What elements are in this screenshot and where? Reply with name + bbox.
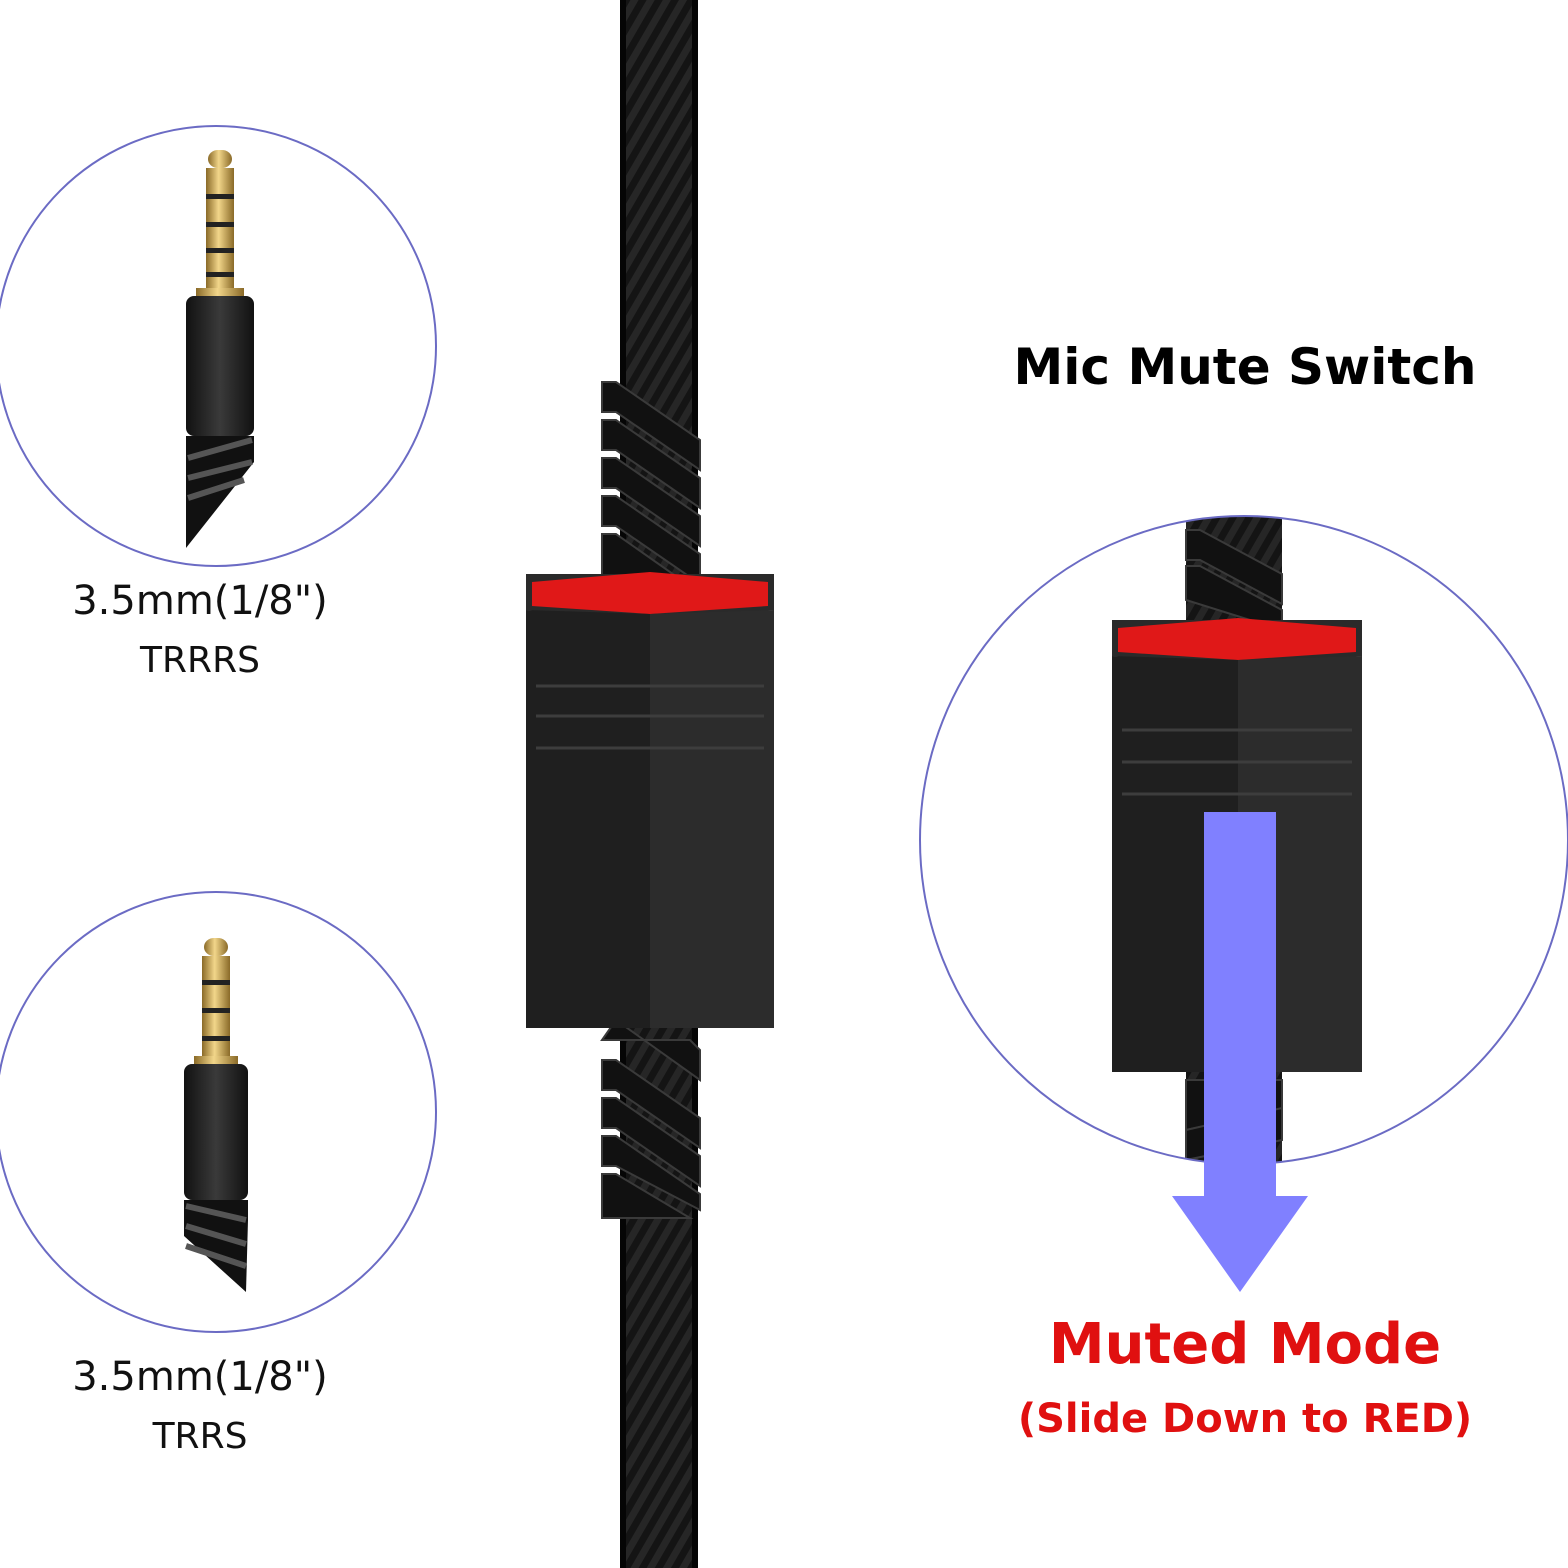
circle-outline [0, 891, 437, 1333]
plug-trrs-type-label: TRRS [152, 1416, 248, 1457]
cable-strain-relief-bottom [600, 1018, 701, 1219]
plug-trrs-illustration [0, 891, 437, 1333]
muted-mode-hint: (Slide Down to RED) [1017, 1396, 1473, 1442]
slide-down-arrow-icon [1172, 812, 1308, 1292]
plug-trrrs-illustration [0, 125, 437, 567]
plug-trrrs-type-label: TRRRS [140, 640, 260, 681]
circle-outline [0, 125, 437, 567]
plug-trrrs-size-label: 3.5mm(1/8") [72, 578, 328, 624]
mute-switch-body [526, 572, 774, 1028]
mute-indicator-red-band [532, 572, 768, 614]
plug-trrs-size-label: 3.5mm(1/8") [72, 1354, 328, 1400]
mute-switch-title: Mic Mute Switch [1013, 338, 1477, 396]
muted-mode-title: Muted Mode [1048, 1312, 1442, 1377]
